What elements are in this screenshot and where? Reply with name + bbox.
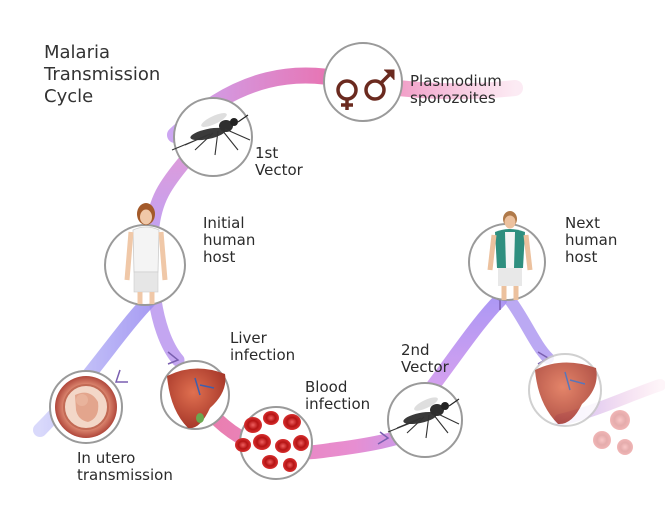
arrowhead-to-liver [167,351,180,365]
mosquito-icon [387,397,460,439]
liver-label: Liver infection [230,329,296,364]
next-host-label: Next human host [565,214,618,266]
fetus-in-womb-icon [55,376,117,438]
sporozoites-node [323,42,403,122]
arrowhead-to-utero [114,369,128,383]
vector2-label: 2nd Vector [401,341,449,376]
man-figure-icon [487,211,533,300]
liver-node [160,360,230,430]
utero-label: In utero transmission [77,449,173,484]
blood-node [235,406,313,480]
arrowhead-to-vector2 [377,431,390,445]
initial-host-node [104,203,186,306]
blood-label: Blood infection [305,378,371,413]
sporozoites-label: Plasmodium sporozoites [410,72,502,107]
vector1-label: 1st Vector [255,144,303,179]
diagram-title: Malaria Transmission Cycle [44,42,161,107]
liver-icon [167,368,226,429]
vector1-node [171,97,253,177]
faded-blood-cells [593,410,633,455]
initial-host-label: Initial human host [203,214,256,266]
vector2-node [387,382,463,458]
utero-node [49,370,123,444]
red-blood-cells-icon [235,411,309,472]
woman-figure-icon [124,203,168,304]
mosquito-icon [171,113,251,156]
next-host-node [468,211,546,301]
liver-icon [535,362,597,425]
male-female-symbols-icon [336,69,395,110]
next-liver-node [528,353,602,427]
